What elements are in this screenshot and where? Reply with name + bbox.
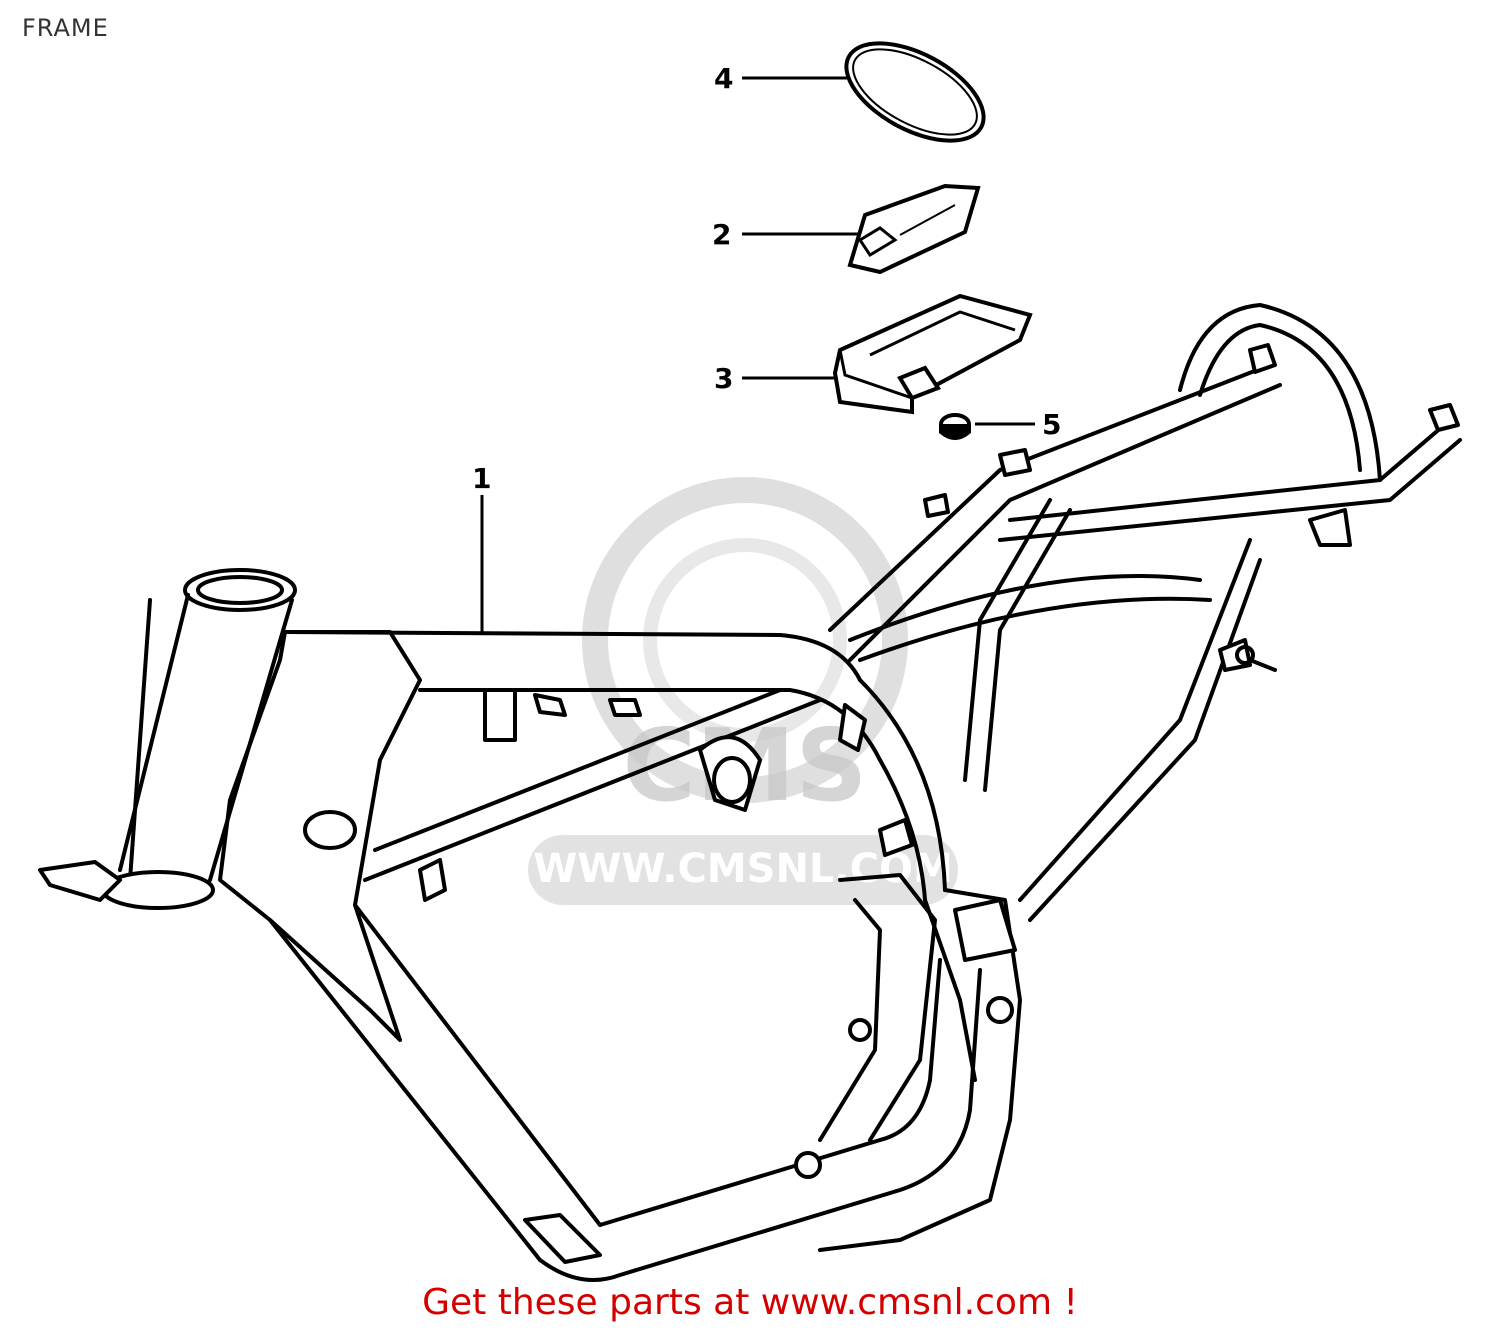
footer-link-text[interactable]: Get these parts at www.cmsnl.com ! xyxy=(422,1282,1078,1323)
callout-label-5: 5 xyxy=(1042,408,1061,441)
callout-label-2: 2 xyxy=(712,218,731,251)
callout-label-4: 4 xyxy=(714,62,733,95)
part-tool-tray xyxy=(832,293,1033,415)
part-band xyxy=(844,41,986,143)
callout-label-3: 3 xyxy=(714,362,733,395)
page-title: FRAME xyxy=(22,14,109,42)
part-plate xyxy=(847,183,981,275)
part-cushion xyxy=(939,413,971,440)
footer-link[interactable]: Get these parts at www.cmsnl.com ! xyxy=(0,1282,1500,1323)
callout-label-1: 1 xyxy=(472,462,491,495)
part-frame xyxy=(38,303,1462,1282)
callouts xyxy=(480,76,1035,632)
